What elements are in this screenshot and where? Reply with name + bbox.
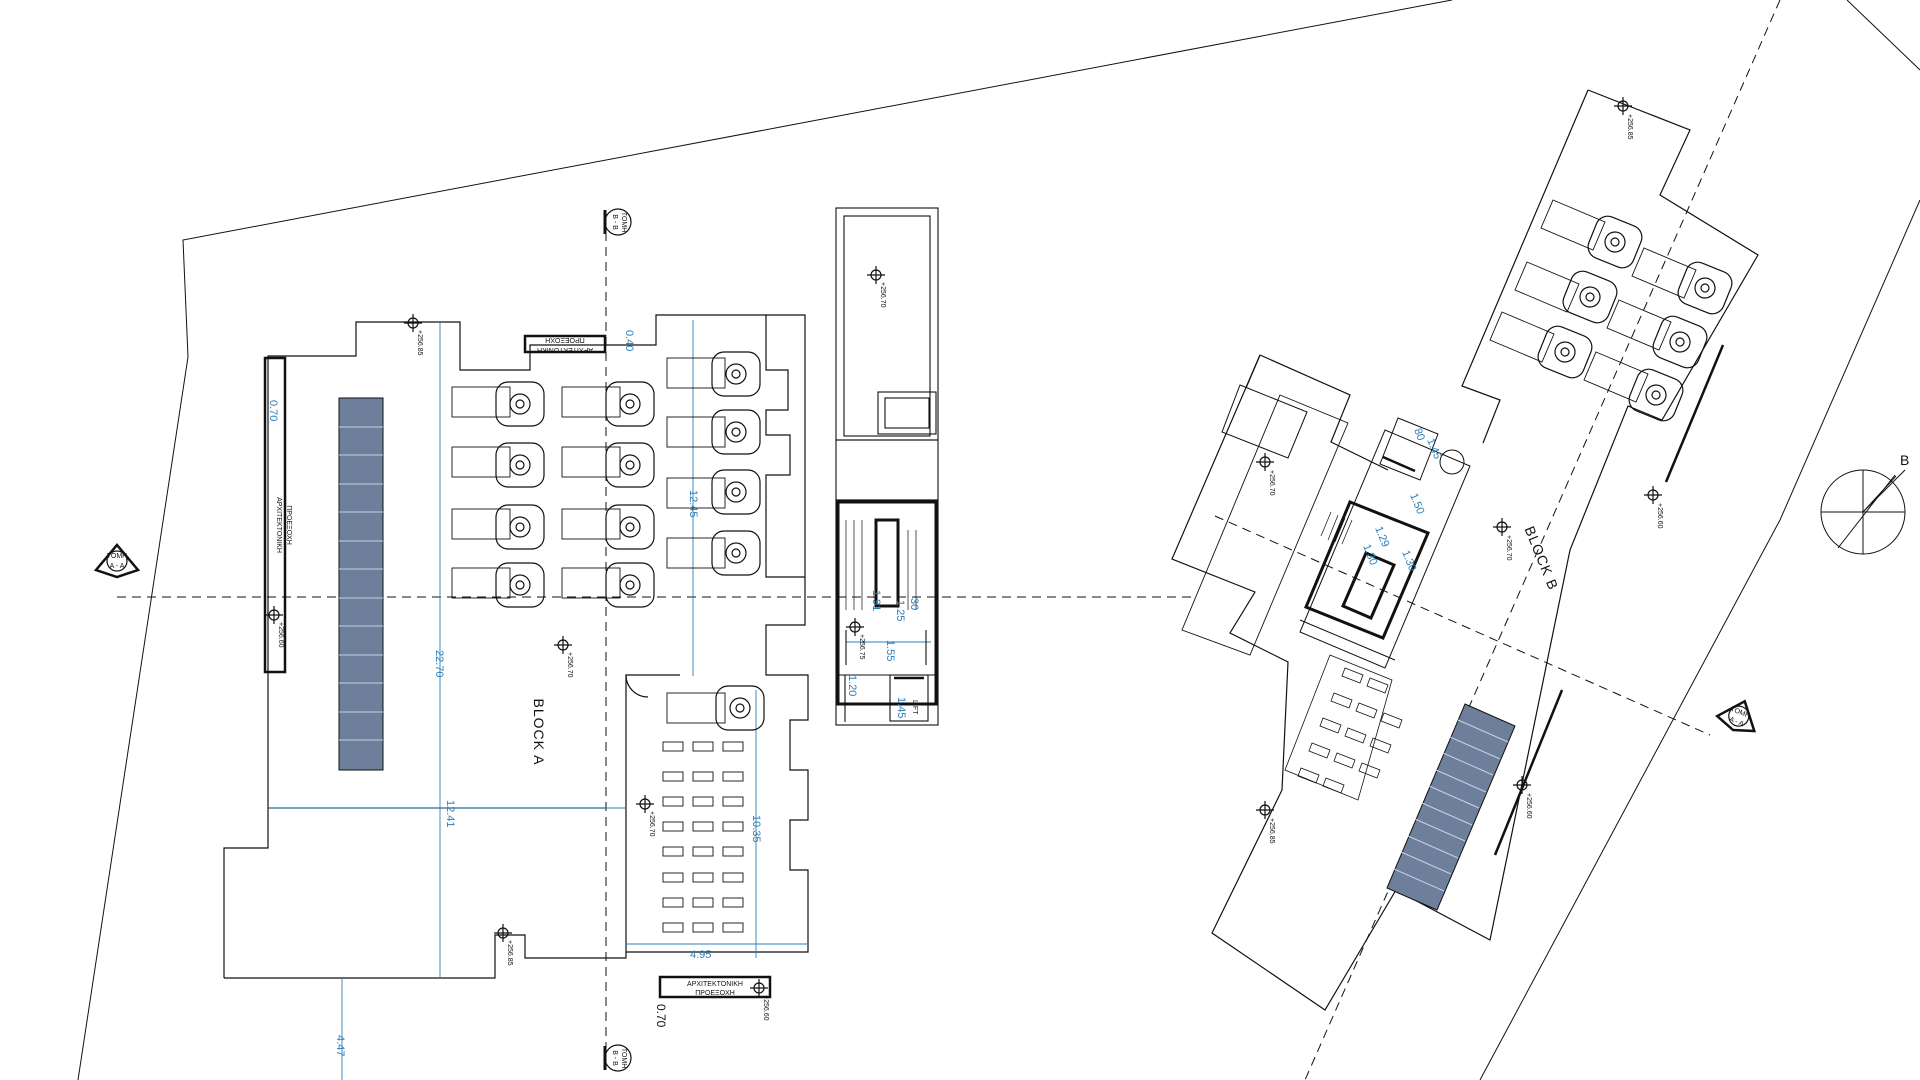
- solar-array-b: [1386, 703, 1516, 911]
- dim-30: 30: [908, 598, 920, 610]
- north-arrow: [1820, 469, 1906, 555]
- dim-1035: 10.35: [750, 815, 762, 843]
- dim-040-top: 0.40: [623, 330, 635, 351]
- section-marker-bb-top: ΤΟΜΗ Β - Β: [603, 208, 632, 236]
- stair-b: [1304, 500, 1430, 640]
- parking-spaces-b: [1489, 199, 1697, 403]
- dim-b-80: 80: [1411, 427, 1427, 443]
- stair-dims-a: 1.91 1.25 30 1.55 1.20 1.45: [846, 590, 920, 718]
- left-projection-label-2: ΠΡΟΕΞΟΧΗ: [285, 505, 292, 545]
- water-heaters-b: [1297, 667, 1403, 794]
- block-a-dimensions: 0.40 0.70 22.70 12.45 12.41 10.35 4.95 0…: [267, 330, 762, 1056]
- section-marker-aa-left: ΤΟΜΗ Α - Α: [93, 543, 141, 579]
- dim-b-145: 1.45: [1424, 437, 1443, 461]
- level-b-room: +256.70: [1268, 470, 1275, 496]
- top-projection: ΑΡΧΙΤΕΚΤΟΝΙΚΗ ΠΡΟΕΞΟΧΗ: [523, 334, 607, 354]
- dim-145: 1.45: [895, 697, 907, 718]
- lift-label-a: LIFT: [911, 700, 918, 715]
- level-b-bottom-left: +256.85: [1268, 818, 1275, 844]
- block-b-projections: [1493, 344, 1725, 856]
- section-bb-top-tomi: ΤΟΜΗ: [620, 212, 627, 232]
- bottom-projection-label: ΑΡΧΙΤΕΚΤΟΝΙΚΗ: [687, 981, 743, 988]
- dim-495: 4.95: [690, 949, 711, 961]
- lift-b: [1379, 417, 1465, 481]
- stair-tower-a: [835, 207, 939, 726]
- dim-070-bottom: 0.70: [654, 1004, 668, 1028]
- level-b-bottom-right: +256.60: [1525, 793, 1532, 819]
- level-a-stair: +256.75: [858, 634, 865, 660]
- level-labels: +256.85 +256.85 +256.60 +256.70 +256.70 …: [277, 114, 1663, 1021]
- bottom-projection: ΑΡΧΙΤΕΚΤΟΝΙΚΗ ΠΡΟΕΞΟΧΗ: [658, 975, 772, 999]
- level-b-right: +256.60: [1656, 503, 1663, 529]
- water-heaters-a: [662, 741, 744, 933]
- section-lines: [117, 0, 1781, 1080]
- block-b: [1171, 89, 1759, 1011]
- block-a-dimension-lines: [268, 320, 931, 1080]
- section-bb-bottom-label: Β - Β: [611, 1050, 618, 1066]
- dim-2270: 22.70: [433, 650, 445, 678]
- section-marker-bb-bottom: ΤΟΜΗ Β - Β: [603, 1044, 632, 1072]
- dim-b-129: 1.29: [1372, 525, 1391, 549]
- block-a: [223, 314, 809, 979]
- section-marker-aa-right: ΤΟΜΗ Α - Α: [1715, 699, 1757, 733]
- level-a-center: +256.70: [566, 652, 573, 678]
- dim-447: 4.47: [334, 1035, 346, 1056]
- dim-1241: 12.41: [444, 800, 456, 828]
- dim-070-left: 0.70: [267, 400, 279, 421]
- dim-b-150: 1.50: [1407, 492, 1426, 516]
- solar-array-a: [338, 397, 384, 771]
- section-aa-left-label: Α - Α: [110, 563, 125, 570]
- level-a-lower-mid: +256.70: [648, 811, 655, 837]
- dim-120: 1.20: [846, 675, 858, 696]
- parking-spaces-a: [451, 357, 726, 724]
- dim-1245: 12.45: [687, 490, 699, 518]
- level-a-bottom-left: +256.85: [506, 940, 513, 966]
- north-arrow-letter: B: [1900, 452, 1910, 468]
- level-a-top-left: +256.85: [416, 330, 423, 356]
- stair-b-treads: [1320, 511, 1353, 545]
- section-aa-left-tomi: ΤΟΜΗ: [107, 553, 127, 560]
- level-markers: [265, 97, 1662, 997]
- block-b-label: BLOCK B: [1522, 524, 1562, 593]
- level-b-center: +256.70: [1505, 535, 1512, 561]
- level-b-top: +256.85: [1626, 114, 1633, 140]
- level-a-left-wall: +256.60: [277, 622, 284, 648]
- property-boundary: [77, 0, 1920, 1080]
- left-projection-label: ΑΡΧΙΤΕΚΤΟΝΙΚΗ: [275, 497, 282, 553]
- bottom-projection-label-2: ΠΡΟΕΞΟΧΗ: [695, 990, 735, 997]
- block-a-label: BLOCK A: [531, 699, 547, 766]
- top-projection-label-2: ΠΡΟΕΞΟΧΗ: [545, 336, 585, 343]
- block-b-rooms: [1181, 384, 1471, 801]
- ac-units-a: [495, 351, 765, 731]
- level-a-bottom-right: +256.60: [762, 995, 769, 1021]
- ac-units-b: [1537, 215, 1733, 422]
- dim-b-130b: 1.30: [1399, 549, 1418, 573]
- dim-125: 1.25: [894, 600, 906, 621]
- block-b-dimensions: 80 1.45 1.50 1.29 1.30 1.30: [1360, 427, 1443, 573]
- section-bb-top-label: Β - Β: [611, 214, 618, 230]
- dim-155: 1.55: [884, 640, 896, 661]
- section-bb-bottom-tomi: ΤΟΜΗ: [620, 1048, 627, 1068]
- dim-191: 1.91: [870, 590, 882, 611]
- level-a-tower: +256.70: [879, 282, 886, 308]
- left-projection: ΑΡΧΙΤΕΚΤΟΝΙΚΗ ΠΡΟΕΞΟΧΗ: [263, 356, 292, 674]
- top-projection-label: ΑΡΧΙΤΕΚΤΟΝΙΚΗ: [537, 346, 593, 353]
